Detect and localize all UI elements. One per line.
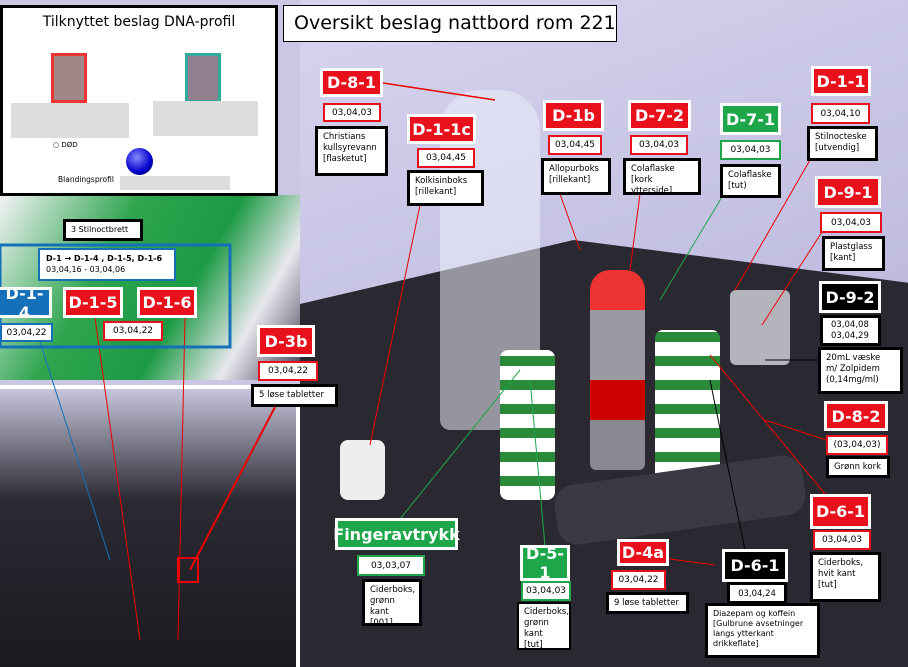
inset-photo-table <box>0 385 300 667</box>
date-d-8-2: (03,04,03) <box>826 435 888 455</box>
date-d-9-2: 03,04,08 03,04,29 <box>820 315 881 346</box>
desc-d-6-1-red: Ciderboks, hvit kant [tut] <box>810 552 881 602</box>
tag-d-3b: D-3b <box>257 325 315 357</box>
date-d-3b: 03,04,22 <box>258 361 318 381</box>
desc-d-3b: 5 løse tabletter <box>251 384 338 407</box>
date-d-6-1-black: 03,04,24 <box>727 582 787 604</box>
tag-d-7-1: D-7-1 <box>720 103 781 135</box>
date-d-1-5: 03,04,22 <box>103 321 163 341</box>
desc-d-8-2: Grønn kork <box>826 456 890 478</box>
tag-d-4a: D-4a <box>617 539 669 566</box>
desc-d-9-2: 20mL væske m/ Zolpidem (0,14mg/ml) <box>818 347 903 394</box>
tag-fingeravtrykk: Fingeravtrykk <box>333 518 460 550</box>
blurred-name-1 <box>11 103 129 138</box>
tag-d-8-1: D-8-1 <box>320 68 383 97</box>
profile-photo-green <box>185 53 221 103</box>
blurred-mix-name <box>120 176 230 190</box>
desc-d-5-1: Ciderboks, grønn kant [tut] <box>517 602 571 650</box>
mix-profile-ball-icon <box>126 148 153 175</box>
dead-label: ○ DØD <box>53 141 78 149</box>
desc-d-6-1-black: Diazepam og koffein [Gulbrune avsetninge… <box>705 603 820 658</box>
date-d-7-1: 03,04,03 <box>720 140 781 160</box>
date-d-9-1: 03,04,03 <box>820 212 882 233</box>
date-d-7-2: 03,04,03 <box>630 135 688 155</box>
date-d-8-1: 03,04,03 <box>323 103 381 122</box>
mix-profile-label: Blandingsprofil <box>58 175 114 184</box>
tag-d-6-1-red: D-6-1 <box>810 494 871 529</box>
desc-d-1-1c: Kolkisinboks [rillekant] <box>407 170 484 206</box>
desc-d-7-2: Colaflaske [kork ytterside] <box>623 158 701 196</box>
blurred-name-2 <box>153 101 258 136</box>
stilnoct-label: 3 Stilnoctbrett <box>63 219 143 241</box>
photo-plastic-cup <box>730 290 790 365</box>
group-note: D-1 → D-1-4 , D-1-5, D-1-6 03,04,16 - 03… <box>38 248 176 281</box>
desc-d-7-1: Colaflaske [tut) <box>720 164 781 198</box>
desc-fingeravtrykk: Ciderboks, grønn kant [001] <box>362 579 422 628</box>
date-fingeravtrykk: 03,03,07 <box>357 555 425 576</box>
tag-d-1-6: D-1-6 <box>137 287 197 318</box>
group-note-ids: D-1 → D-1-4 , D-1-5, D-1-6 <box>46 254 163 263</box>
date-d-1-1c: 03,04,45 <box>417 148 475 168</box>
tag-d-1-1c: D-1-1c <box>407 114 476 144</box>
photo-cola-bottle <box>590 270 645 470</box>
date-d-5-1: 03,04,03 <box>521 581 571 601</box>
tag-d-9-2: D-9-2 <box>819 281 881 313</box>
dna-profile-panel: Tilknyttet beslag DNA-profil ○ DØD Bland… <box>0 5 278 196</box>
profile-photo-red <box>51 53 87 103</box>
tag-d-6-1-black: D-6-1 <box>722 549 788 582</box>
desc-d-1b: Allopurboks [rillekant] <box>541 158 611 195</box>
dna-panel-title: Tilknyttet beslag DNA-profil <box>42 14 236 30</box>
tag-d-9-1: D-9-1 <box>815 176 881 208</box>
date-d-6-1-red: 03,04,03 <box>813 530 871 550</box>
date-d-4a: 03,04,22 <box>611 570 666 590</box>
date-d-1-1: 03,04,10 <box>811 103 870 124</box>
desc-d-8-1: Christians kullsyrevann [flasketut] <box>315 126 388 176</box>
tag-d-1b: D-1b <box>543 100 604 131</box>
photo-pill-jar <box>340 440 385 500</box>
tag-d-8-2: D-8-2 <box>824 401 888 431</box>
group-note-range: 03,04,16 - 03,04,06 <box>46 265 126 275</box>
tag-d-1-4: D-1-4 <box>0 284 52 322</box>
tag-d-1-1: D-1-1 <box>811 66 871 96</box>
photo-cider-can-green <box>500 350 555 500</box>
date-d-1b: 03,04,45 <box>548 135 602 155</box>
tag-d-1-5: D-1-5 <box>63 287 123 318</box>
desc-d-9-1: Plastglass [kant] <box>822 236 885 271</box>
tag-d-7-2: D-7-2 <box>628 100 691 131</box>
tag-d-5-1: D-5-1 <box>520 544 570 582</box>
page-title: Oversikt beslag nattbord rom 221 <box>283 5 617 42</box>
desc-d-4a: 9 løse tabletter <box>606 592 689 614</box>
date-d-1-4: 03,04,22 <box>0 323 53 342</box>
desc-d-1-1: Stilnocteske [utvendig] <box>807 126 878 161</box>
